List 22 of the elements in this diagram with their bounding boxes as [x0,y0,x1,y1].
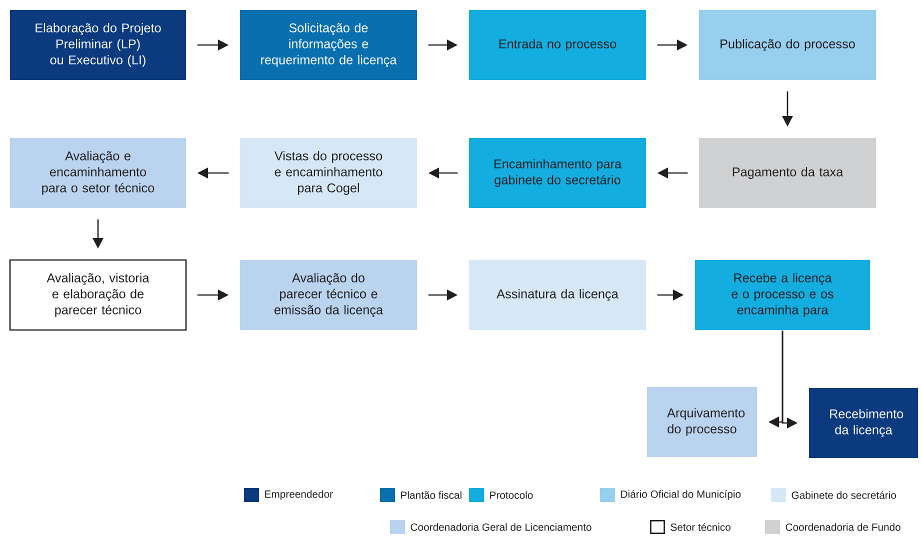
legend-label: Gabinete do secretário [792,491,896,499]
process-box: Arquivamento do processo [647,387,757,457]
process-box: Pagamento da taxa [699,138,876,208]
process-box: Publicação do processo [699,10,876,80]
legend-label: Coordenadoria Geral de Licenciamento [410,523,592,531]
process-box: Avaliação, vistoria e elaboração de parecer técnico [9,259,187,331]
process-box: Recebimento da licença [809,388,918,458]
legend-label: Diário Oficial do Município [621,490,741,500]
legend-label: Coordenadoria de Fundo [786,523,900,531]
process-box: Solicitação de informações e requerimento de licença [240,10,417,80]
process-box: Avaliação do parecer técnico e emissão da licença [240,260,417,330]
legend-label: Plantão fiscal [401,491,462,499]
legend-label: Protocolo [490,491,533,499]
process-box: Entrada no processo [469,10,646,80]
process-box: Avaliação e encaminhamento para o setor técnico [10,138,186,208]
process-box: Elaboração do Projeto Preliminar (LP) ou Executivo (LI) [10,10,186,80]
process-box: Encaminhamento para gabinete do secretário [469,138,646,208]
legend-label: Empreendedor [265,490,333,500]
process-box: Recebe a licença e o processo e os encaminha para [695,260,870,330]
process-box: Assinatura da licença [469,260,646,330]
process-box: Vistas do processo e encaminhamento para Cogel [240,138,417,208]
legend-label: Setor técnico [670,523,731,531]
